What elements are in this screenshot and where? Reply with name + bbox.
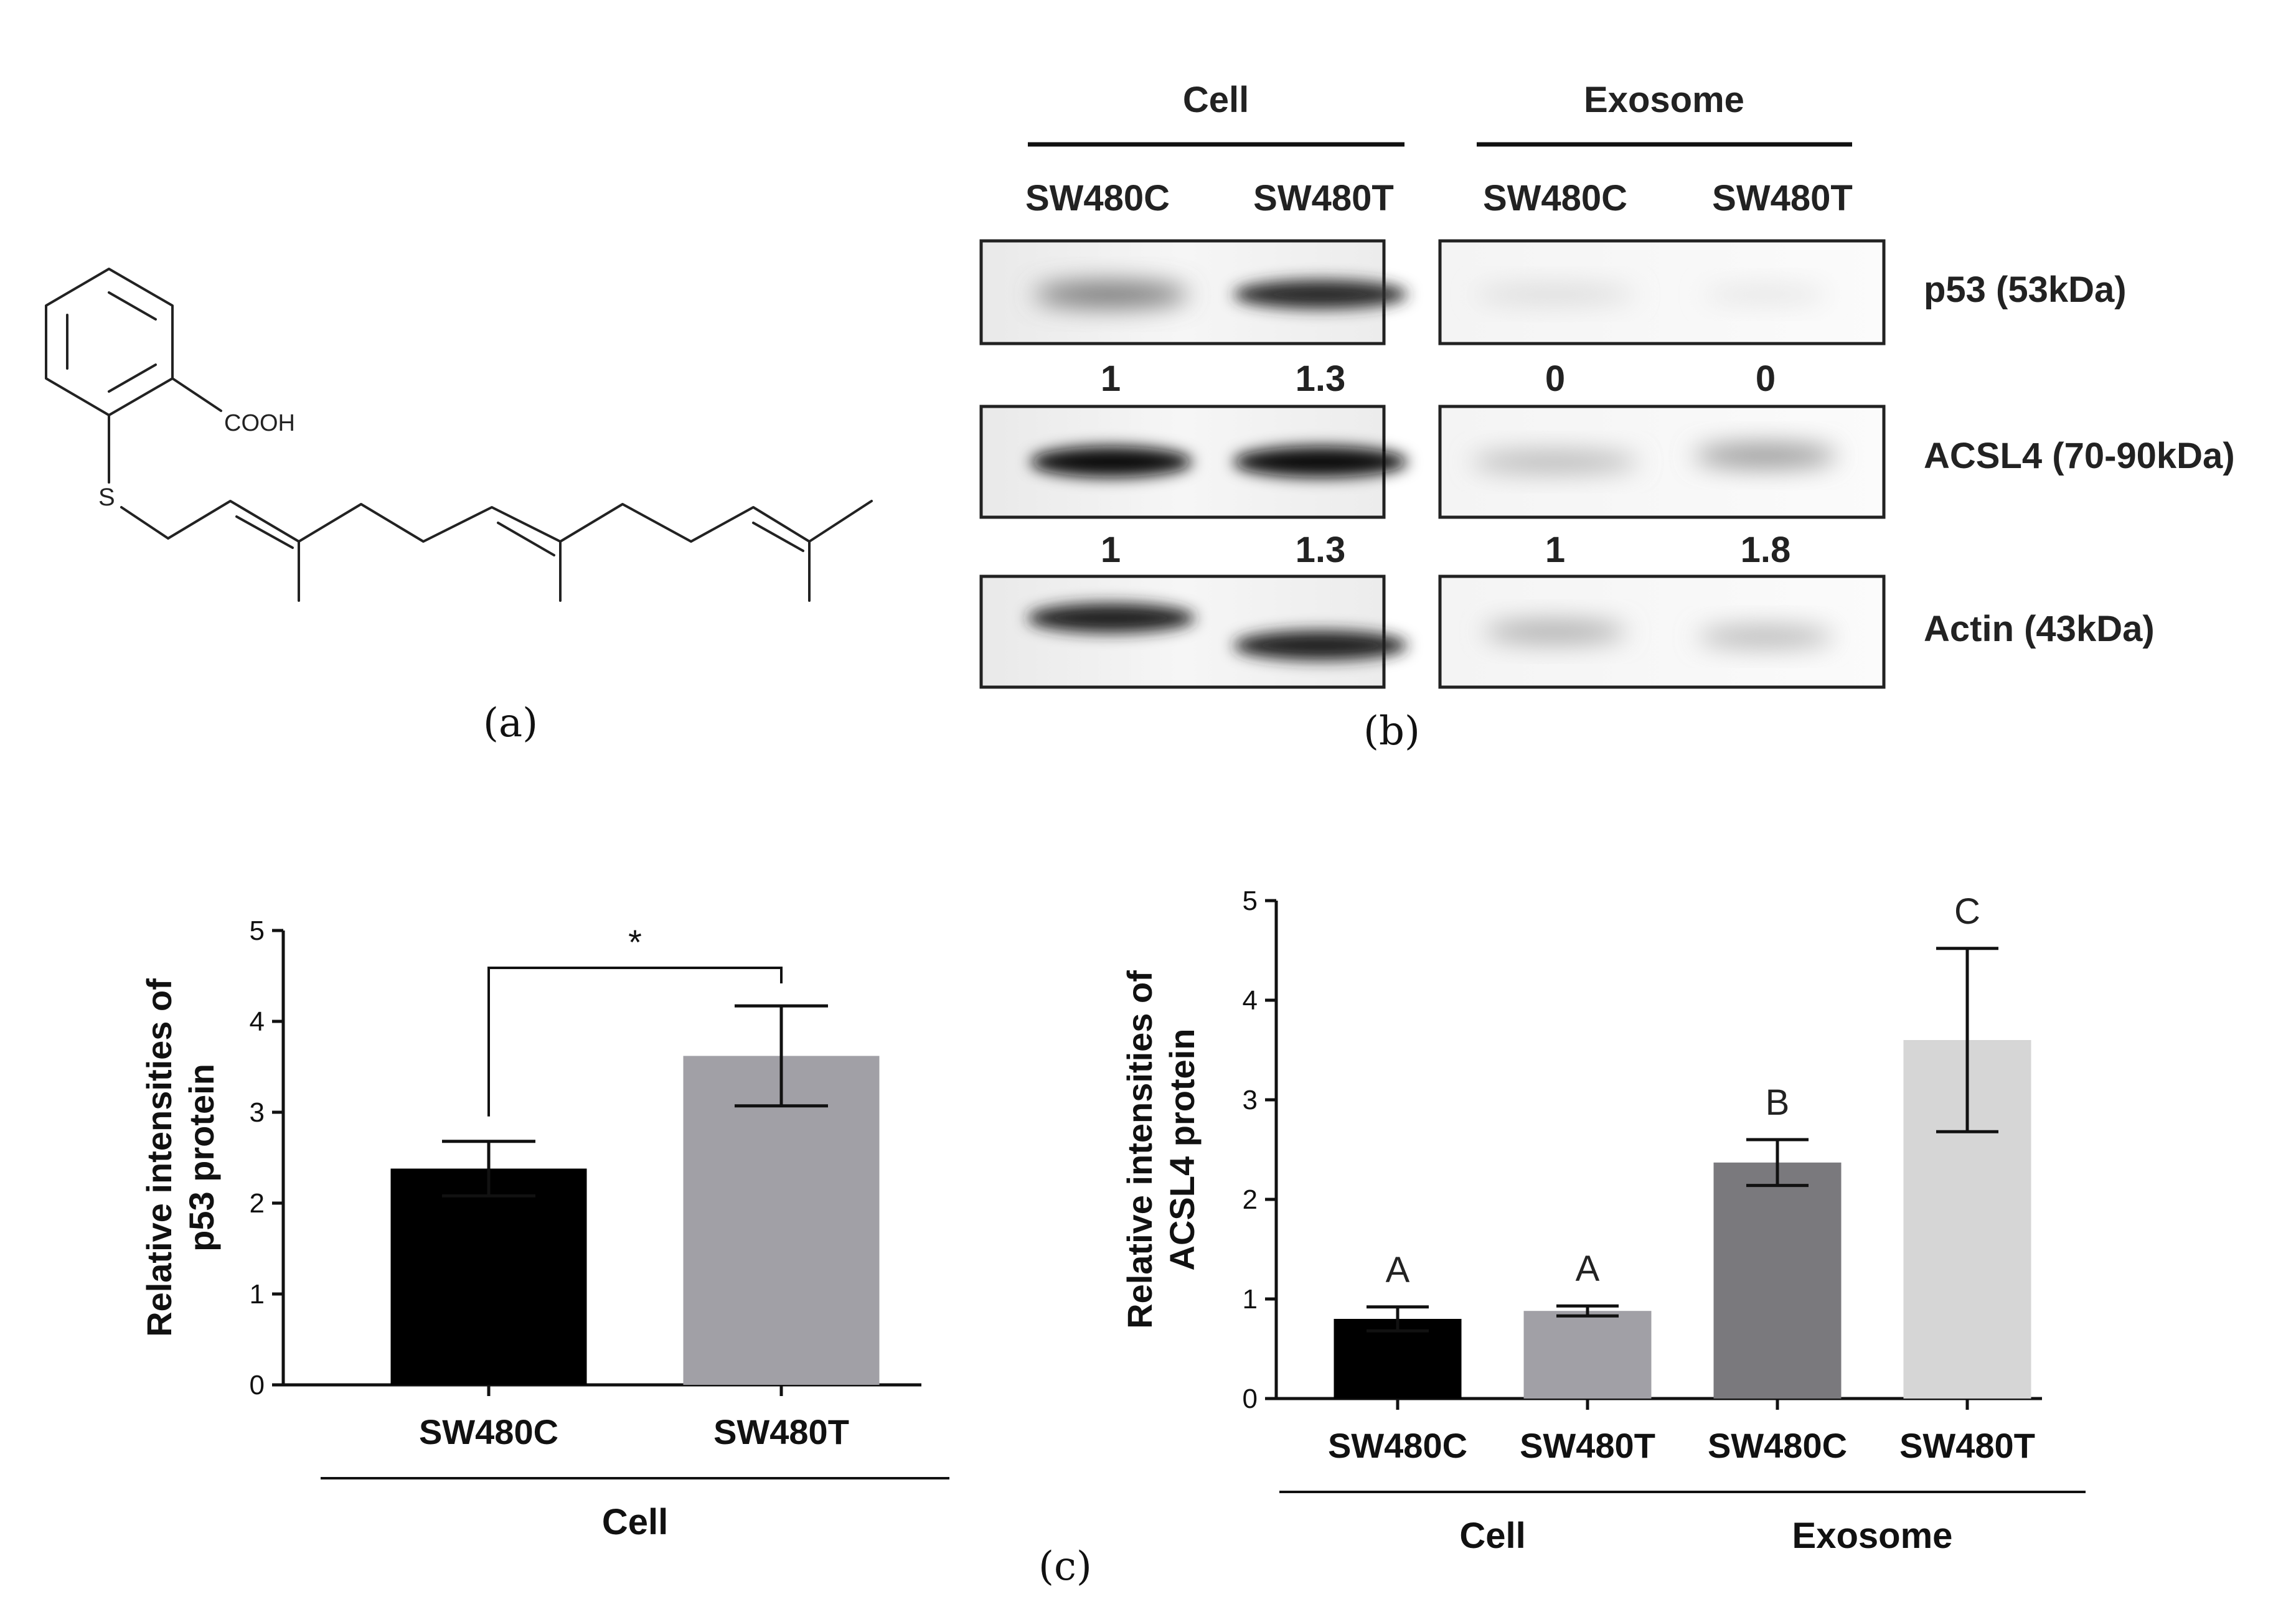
bar: [1713, 1162, 1842, 1399]
blot-band: [1033, 281, 1189, 307]
y-tick-label: 2: [1243, 1184, 1258, 1215]
blot-band: [1471, 451, 1639, 472]
blot-band: [1697, 626, 1834, 647]
significance-letter: C: [1954, 891, 1980, 932]
y-axis-label: Relative intensities of: [139, 978, 179, 1337]
caption-a: (a): [483, 700, 539, 746]
x-tick-label: SW480C: [1708, 1426, 1847, 1465]
blot-lane-label: SW480T: [1712, 178, 1853, 218]
bar: [683, 1056, 880, 1385]
blot-row-label-acsl4: ACSL4 (70-90kDa): [1924, 436, 2235, 476]
blot-band: [1233, 631, 1408, 660]
panel-a-structure: COOH S: [45, 268, 873, 602]
caption-c: (c): [1038, 1544, 1092, 1590]
x-tick-label: SW480T: [713, 1412, 849, 1451]
blot-band: [1233, 446, 1408, 477]
cooh-label: COOH: [224, 410, 295, 436]
blot-row-label-actin: Actin (43kDa): [1924, 609, 2155, 649]
group-label: Cell: [602, 1502, 668, 1542]
quant-value: 1.3: [1296, 530, 1346, 570]
blot-band: [1694, 444, 1837, 467]
bar: [1523, 1311, 1652, 1399]
y-tick-label: 0: [250, 1370, 265, 1400]
x-tick-label: SW480C: [419, 1412, 558, 1451]
quant-value: 1.8: [1741, 530, 1791, 570]
quant-value: 0: [1756, 359, 1776, 399]
blot-band: [1484, 621, 1627, 643]
significance-star: *: [628, 922, 642, 962]
y-tick-label: 3: [250, 1097, 265, 1128]
blot-band: [1030, 446, 1192, 477]
x-tick-label: SW480T: [1899, 1426, 2035, 1465]
group-label: Cell: [1459, 1516, 1525, 1556]
y-tick-label: 0: [1243, 1384, 1258, 1414]
blot-band: [1233, 279, 1408, 309]
y-tick-label: 5: [1243, 886, 1258, 916]
caption-b: (b): [1363, 708, 1420, 754]
y-tick-label: 4: [1243, 985, 1258, 1016]
quant-value: 0: [1545, 359, 1565, 399]
y-tick-label: 1: [1243, 1284, 1258, 1315]
blot-group-exosome: Exosome: [1584, 80, 1744, 120]
blot-row-label-p53: p53 (53kDa): [1924, 270, 2127, 310]
y-axis-label: ACSL4 protein: [1162, 1029, 1202, 1271]
quant-value: 1: [1101, 359, 1121, 399]
quant-value: 1: [1545, 530, 1565, 570]
y-tick-label: 4: [250, 1006, 265, 1037]
significance-letter: A: [1576, 1249, 1600, 1289]
blot-lane-label: SW480T: [1253, 178, 1394, 218]
blot-lane-label: SW480C: [1483, 178, 1627, 218]
blot-band: [1474, 285, 1636, 304]
blot-lane-label: SW480C: [1025, 178, 1170, 218]
y-tick-label: 3: [1243, 1085, 1258, 1115]
blot-bands: [1027, 279, 1837, 660]
y-axis-label: p53 protein: [182, 1064, 221, 1252]
significance-letter: B: [1766, 1082, 1790, 1123]
y-axis-label: Relative intensities of: [1120, 970, 1159, 1329]
blot-group-cell: Cell: [1183, 80, 1249, 120]
significance-bracket: [487, 967, 783, 1117]
quant-value: 1: [1101, 530, 1121, 570]
y-tick-label: 2: [250, 1188, 265, 1219]
x-tick-label: SW480C: [1328, 1426, 1467, 1465]
y-tick-label: 5: [250, 916, 265, 946]
bar: [390, 1168, 587, 1385]
significance-letter: A: [1386, 1250, 1410, 1290]
blot-band: [1027, 603, 1195, 633]
molecule-drawing: [45, 268, 873, 602]
sulfur-label: S: [98, 484, 115, 511]
blot-box: [979, 574, 1386, 689]
x-tick-label: SW480T: [1520, 1426, 1655, 1465]
quant-value: 1.3: [1296, 359, 1346, 399]
y-tick-label: 1: [250, 1279, 265, 1310]
group-label: Exosome: [1792, 1516, 1953, 1556]
blot-band: [1703, 285, 1828, 304]
panel-b-western-blot: Cell Exosome SW480C SW480T SW480C SW480T…: [979, 80, 2235, 689]
